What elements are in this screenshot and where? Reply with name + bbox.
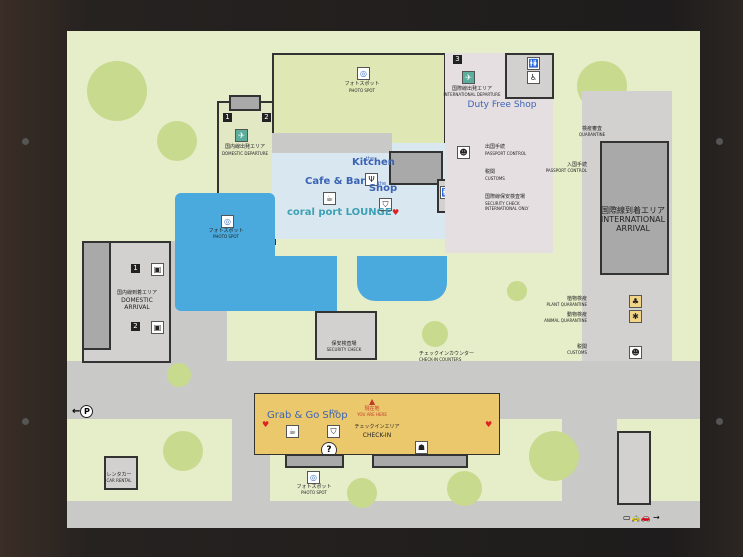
departure-plane-icon: ✈ [235,129,248,142]
plant-quarantine-icon: ♣ [629,295,642,308]
passport-out-ja: 出国手続 [485,144,506,150]
aed-icon: ♥ [392,208,400,217]
shop-icon: ⛉ [379,198,392,211]
screw [716,138,723,145]
screw [22,418,29,425]
photo-spot-en: PHOTO SPOT [213,234,239,239]
passport-out-en: PASSPORT CONTROL [485,151,527,156]
wheelchair-icon: ♿ [527,71,540,84]
cafe-icon: ☕ [323,192,336,205]
gate-1-badge: 1 [131,264,140,273]
checkin-counter-icon: ☗ [415,441,428,454]
domestic-arrival-ja: 国内線到着エリア [116,290,157,296]
security-en: SECURITY CHECK [326,347,362,352]
checkin-shop-label[interactable]: Shop [322,410,348,421]
photo-spot-ja: フォトスポット [344,81,380,87]
car-rental-en: CAR RENTAL [106,478,132,483]
plant-quarantine-ja: 植物検疫 [566,296,587,302]
airport-map: 1 2 ✈ 国内線出発エリア DOMESTIC DEPARTURE ◎ フォトス… [67,31,700,528]
cafe-icon: ☕ [286,425,299,438]
kitchen-label[interactable]: Kitchen [352,157,395,168]
you-are-here-marker: ▲ [369,397,376,406]
security-intl-en: SECURITY CHECK [485,201,520,206]
duty-free-shop-label[interactable]: Duty Free Shop [467,100,537,110]
you-are-here-en: YOU ARE HERE [357,412,387,417]
checkin-ja: チェックインエリア [354,424,400,430]
plant-quarantine-en: PLANT QUARANTINE [546,302,587,307]
animal-quarantine-icon: ✱ [629,310,642,323]
photo-spot-icon: ◎ [307,471,320,484]
grab-and-go-label[interactable]: Grab & Go [267,410,320,421]
security-intl-en-2: INTERNATIONAL ONLY [485,206,529,211]
screw [716,418,723,425]
customs-en: CUSTOMS [567,350,587,355]
photo-spot-icon: ◎ [357,67,370,80]
parking-direction[interactable]: ←P [72,405,94,418]
security-intl-ja: 国際線保安検査場 [485,194,526,200]
animal-quarantine-en: ANIMAL QUARANTINE [544,318,587,323]
quarantine-en: QUARANTINE [578,132,606,137]
aed-icon: ♥ [262,420,270,429]
animal-quarantine-ja: 動物検疫 [566,312,587,318]
gate-2-badge: 2 [131,322,140,331]
customs-icon: ☻ [629,346,642,359]
car-rental-ja: レンタカー [106,472,132,478]
you-are-here-ja: 現在地 [364,406,380,412]
aed-icon: ♥ [485,420,493,429]
intl-departure-en: INTERNATIONAL DEPARTURE [443,92,501,97]
shop-icon: ⛉ [327,425,340,438]
photo-spot-ja: フォトスポット [208,228,244,234]
checkin-counters-en: CHECK-IN COUNTERS [419,357,462,362]
domestic-departure-en: DOMESTIC DEPARTURE [221,151,269,156]
passport-control-icon: ☻ [457,146,470,159]
domestic-arrival-en-2: ARRIVAL [124,304,150,311]
lounge-shop-label[interactable]: Shop [368,183,398,194]
checkin-shop-the: the [329,409,339,415]
departure-plane-icon: ✈ [462,71,475,84]
domestic-departure-ja: 国内線出発エリア [224,144,265,150]
baggage-claim-icon: ▣ [151,263,164,276]
customs-en: CUSTOMS [485,176,505,181]
security-ja: 保安検査場 [331,341,357,347]
checkin-en: CHECK-IN [362,432,392,439]
gate-2-badge: 2 [262,113,271,122]
lounge-name: coral port LOUNGE [287,207,392,218]
photo-spot-en: PHOTO SPOT [301,490,327,495]
photo-spot-ja: フォトスポット [296,484,332,490]
ground-transport-direction[interactable]: ▭🚕🚗 → [623,513,660,522]
restroom-icon: 🚻 [527,57,540,70]
baggage-claim-icon: ▣ [151,321,164,334]
quarantine-ja: 検疫審査 [581,126,602,132]
domestic-arrival-en: DOMESTIC [121,297,153,304]
intl-departure-ja: 国際線出発エリア [451,86,492,92]
parking-icon: P [80,405,94,418]
intl-arrival-en-2: ARRIVAL [616,224,650,233]
restaurant-icon: Ψ [365,173,378,186]
gate-3-badge: 3 [453,55,462,64]
customs-ja: 税関 [576,344,587,350]
gate-1-badge: 1 [223,113,232,122]
intl-arrival-en: INTERNATIONAL [600,215,666,224]
passport-in-en: PASSPORT CONTROL [545,168,587,173]
passport-in-ja: 入国手続 [566,162,587,168]
screw [22,138,29,145]
cafe-bar-label[interactable]: Cafe & Bar [305,176,366,187]
photo-spot-icon: ◎ [221,215,234,228]
intl-arrival-ja: 国際線到着エリア [601,206,665,215]
kitchen-the: the [365,156,375,162]
checkin-counters-ja: チェックインカウンター [419,351,475,357]
photo-spot-en: PHOTO SPOT [349,88,375,93]
shop-the: the [377,181,387,187]
customs-ja: 税関 [485,169,496,175]
